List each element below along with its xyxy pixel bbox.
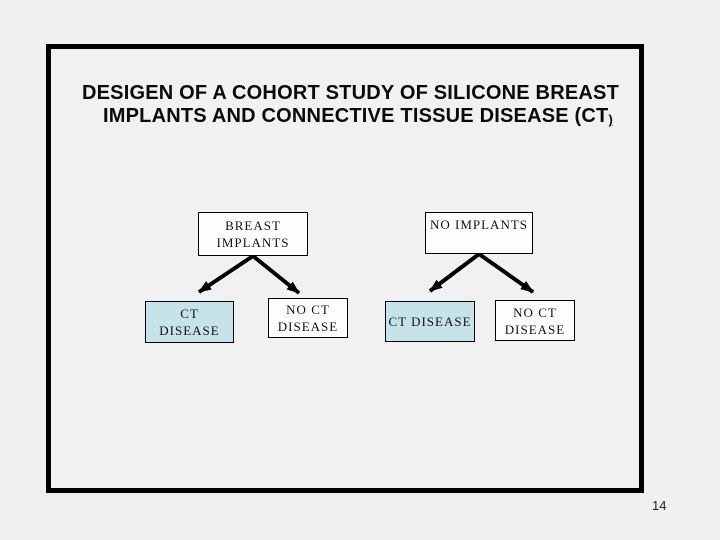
slide-title-paren-suffix: ) <box>608 112 614 127</box>
node-label-line: BREAST <box>225 218 281 233</box>
slide-title-line2-text: IMPLANTS AND CONNECTIVE TISSUE DISEASE (… <box>103 105 609 127</box>
node-label-line: NO IMPLANTS <box>429 217 529 232</box>
node-label-line: CT <box>180 306 199 321</box>
page-number: 14 <box>652 498 667 513</box>
node-breast-implants: BREAST IMPLANTS <box>198 212 308 256</box>
slide-title-line1: DESIGEN OF A COHORT STUDY OF SILICONE BR… <box>82 82 619 104</box>
node-label-line: DISEASE <box>159 323 220 338</box>
node-no-ct-disease-implants: NO CT DISEASE <box>268 298 348 338</box>
node-no-implants: NO IMPLANTS <box>425 212 533 254</box>
node-label-line: IMPLANTS <box>216 235 290 250</box>
node-ct-disease-no-implants: CT DISEASE <box>385 301 475 342</box>
slide-title: DESIGEN OF A COHORT STUDY OF SILICONE BR… <box>82 82 630 129</box>
node-label-line: DISEASE <box>277 319 339 334</box>
slide-title-line2: IMPLANTS AND CONNECTIVE TISSUE DISEASE (… <box>82 105 630 129</box>
node-label-line: NO CT <box>286 302 330 317</box>
node-ct-disease-implants: CT DISEASE <box>145 301 234 343</box>
node-label-line: CT DISEASE <box>388 314 472 329</box>
node-label-line: DISEASE <box>504 321 566 337</box>
node-label-line: NO CT <box>513 304 557 320</box>
node-no-ct-disease-no-implants: NO CT DISEASE <box>495 300 575 341</box>
slide-border-frame <box>46 44 644 493</box>
